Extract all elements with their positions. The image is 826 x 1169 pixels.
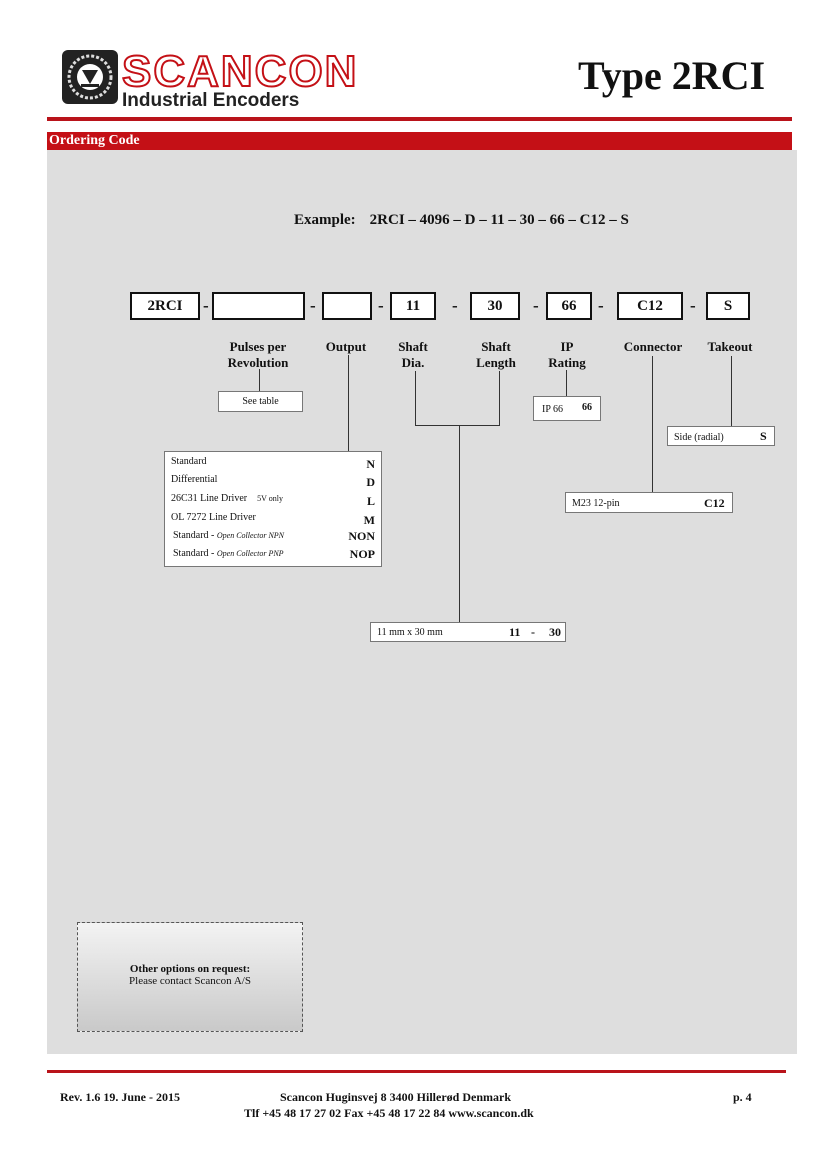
header-shaft-dia-line1: Shaft [398, 339, 428, 354]
output-option-code: D [366, 475, 375, 489]
separator: - [533, 296, 539, 315]
output-option-note: Open Collector NPN [216, 531, 284, 540]
header-shaft-length-line1: Shaft [481, 339, 511, 354]
header-rule [47, 117, 792, 121]
connector-line [259, 369, 260, 391]
shaft-option-separator: - [531, 625, 535, 639]
footer-revision: Rev. 1.6 19. June - 2015 [60, 1090, 180, 1104]
connector-line [415, 425, 500, 426]
connector-line [731, 356, 732, 426]
separator: - [690, 296, 696, 315]
code-box-connector: C12 [617, 292, 683, 320]
header-ip-line2: Rating [548, 355, 586, 370]
separator: - [452, 296, 458, 315]
output-option-code: M [363, 513, 375, 527]
header-shaft-dia: Shaft Dia. [390, 339, 436, 371]
code-box-model: 2RCI [130, 292, 200, 320]
ip-option-label: IP 66 [542, 404, 564, 415]
output-option-row: Standard N [165, 456, 381, 474]
code-box-takeout: S [706, 292, 750, 320]
ordering-panel [47, 150, 797, 1054]
header-ip-line1: IP [560, 339, 574, 354]
output-option-row: 26C31 Line Driver 5V only L [165, 493, 381, 511]
output-option-text: Standard - [173, 548, 217, 559]
shaft-option-label: 11 mm x 30 mm [377, 627, 443, 638]
output-option-code: NOP [349, 547, 375, 561]
output-option-label: Standard - Open Collector NPN [173, 530, 284, 541]
code-box-ip: 66 [546, 292, 592, 320]
example-label: Example: [294, 212, 356, 228]
shaft-option-box: 11 mm x 30 mm 11 - 30 [370, 622, 566, 642]
output-option-code: NON [348, 529, 375, 543]
shaft-option-code-b: 30 [549, 625, 561, 639]
output-option-code: N [366, 457, 375, 471]
separator: - [378, 296, 384, 315]
connector-line [459, 425, 460, 622]
svg-text:Industrial Encoders: Industrial Encoders [122, 90, 299, 108]
other-options-title: Other options on request: [129, 963, 251, 975]
header-output: Output [325, 339, 367, 354]
output-option-row: Differential D [165, 474, 381, 492]
output-option-note: Open Collector PNP [216, 549, 284, 558]
takeout-option-label: Side (radial) [674, 432, 724, 443]
connector-line [348, 355, 349, 451]
document-title: Type 2RCI [578, 53, 766, 98]
output-option-row: Standard - Open Collector NPN NON [165, 529, 381, 548]
header-ip: IP Rating [544, 339, 590, 371]
example-code: 2RCI – 4096 – D – 11 – 30 – 66 – C12 – S [369, 212, 629, 228]
header-pulses-line2: Revolution [227, 355, 289, 370]
takeout-option-code: S [760, 429, 767, 443]
shaft-option-code-a: 11 [509, 625, 521, 639]
pulses-see-table-box: See table [218, 391, 303, 412]
code-box-output [322, 292, 372, 320]
connector-line [566, 370, 567, 396]
header-pulses: Pulses per Revolution [218, 339, 298, 371]
output-option-text: 26C31 Line Driver [171, 493, 248, 504]
output-option-label: Standard - Open Collector PNP [173, 548, 284, 559]
other-options-box: Other options on request: Please contact… [77, 922, 303, 1032]
other-options-text: Please contact Scancon A/S [129, 975, 251, 987]
connector-line [415, 371, 416, 426]
code-box-shaft-dia: 11 [390, 292, 436, 320]
svg-text:SCANCON: SCANCON [122, 47, 358, 96]
example-line: Example: 2RCI – 4096 – D – 11 – 30 – 66 –… [294, 212, 629, 229]
header-shaft-dia-line2: Dia. [401, 355, 425, 370]
code-box-shaft-length: 30 [470, 292, 520, 320]
scancon-logo: SCANCON Industrial Encoders [62, 46, 358, 108]
header-connector: Connector [623, 339, 683, 354]
separator: - [203, 296, 209, 315]
section-title: Ordering Code [49, 133, 140, 148]
output-options-table: Standard N Differential D 26C31 Line Dri… [164, 451, 382, 567]
output-option-label: Standard [171, 456, 207, 467]
output-option-row: Standard - Open Collector PNP NOP [165, 547, 381, 566]
connector-option-box: M23 12-pin C12 [565, 492, 733, 513]
output-option-label: 26C31 Line Driver 5V only [171, 493, 283, 504]
output-option-label: Differential [171, 474, 218, 485]
connector-option-label: M23 12-pin [572, 498, 620, 509]
output-option-note: 5V only [257, 494, 283, 503]
header-takeout: Takeout [707, 339, 753, 354]
separator: - [310, 296, 316, 315]
output-option-text: Standard - [173, 530, 217, 541]
ip-option-box: IP 66 66 [533, 396, 601, 421]
ip-option-code: 66 [582, 402, 592, 413]
takeout-option-box: Side (radial) S [667, 426, 775, 446]
header-shaft-length-line2: Length [476, 355, 516, 370]
header-shaft-length: Shaft Length [470, 339, 522, 371]
connector-option-code: C12 [704, 496, 725, 510]
header-pulses-line1: Pulses per [229, 339, 287, 354]
code-box-pulses [212, 292, 305, 320]
footer-address: Scancon Huginsvej 8 3400 Hillerød Denmar… [280, 1090, 512, 1104]
footer-page-number: p. 4 [733, 1090, 752, 1104]
output-option-code: L [366, 494, 375, 508]
footer-contact: Tlf +45 48 17 27 02 Fax +45 48 17 22 84 … [244, 1106, 534, 1120]
separator: - [598, 296, 604, 315]
output-option-row: OL 7272 Line Driver M [165, 512, 381, 530]
connector-line [499, 371, 500, 426]
footer-rule [47, 1070, 786, 1073]
section-bar [47, 132, 792, 150]
output-option-label: OL 7272 Line Driver [171, 512, 256, 523]
connector-line [652, 356, 653, 492]
